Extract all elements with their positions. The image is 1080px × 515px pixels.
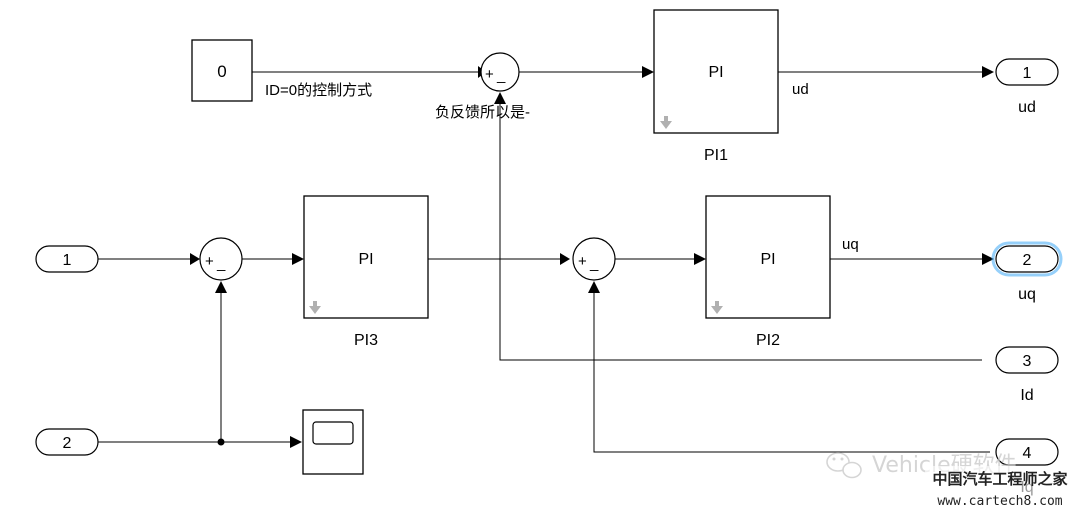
outport-4-number: 4: [1023, 445, 1032, 462]
inport-2-number: 2: [63, 435, 72, 452]
sum-block-3[interactable]: + _: [199, 237, 243, 281]
sum1-plus: +: [485, 66, 494, 83]
sum3-minus: _: [216, 255, 226, 272]
pi2-block[interactable]: PI: [705, 195, 831, 319]
arrow-into-pi1: [642, 66, 654, 78]
outport-1-number: 1: [1023, 65, 1032, 82]
pi1-block[interactable]: PI: [653, 9, 779, 134]
signal-label-uq: uq: [842, 236, 859, 253]
arrow-into-outport-2: [982, 253, 994, 265]
pi3-name: PI3: [354, 332, 378, 349]
arrow-into-sum2-minus: [588, 281, 600, 293]
arrow-into-outport-1: [982, 66, 994, 78]
annotation-id-zero: ID=0的控制方式: [265, 82, 372, 99]
constant-value: 0: [217, 62, 226, 81]
inport-1-number: 1: [63, 252, 72, 269]
pi3-block[interactable]: PI: [303, 195, 429, 319]
pi1-inner-label: PI: [708, 64, 723, 81]
outport-2[interactable]: 2: [991, 241, 1063, 277]
watermark-site-url: www.cartech8.com: [937, 494, 1062, 509]
scope-screen-icon: [312, 421, 354, 445]
outport-1[interactable]: 1: [995, 58, 1059, 86]
sum3-plus: +: [205, 253, 214, 270]
down-arrow-icon: [660, 116, 672, 129]
inport-2[interactable]: 2: [35, 428, 99, 456]
wechat-icon: [826, 452, 862, 479]
scope-block[interactable]: [302, 409, 364, 475]
arrowheads: [190, 66, 994, 448]
outport-2-number: 2: [1023, 252, 1032, 269]
down-arrow-icon: [711, 301, 723, 314]
pi2-name: PI2: [756, 332, 780, 349]
outport-2-name: uq: [1018, 286, 1036, 303]
outport-1-name: ud: [1018, 99, 1036, 116]
sum-block-1[interactable]: + _: [480, 52, 520, 92]
outport-3-name: Id: [1020, 387, 1033, 404]
outport-3[interactable]: 3: [995, 346, 1059, 374]
pi2-inner-label: PI: [760, 251, 775, 268]
selection-highlight: [991, 241, 1063, 277]
sum-block-2[interactable]: + _: [572, 237, 616, 281]
inport-1[interactable]: 1: [35, 245, 99, 273]
arrow-into-sum3-minus: [215, 281, 227, 293]
signal-label-ud: ud: [792, 81, 809, 98]
down-arrow-icon: [309, 301, 321, 314]
watermark-site-cn: 中国汽车工程师之家: [932, 470, 1067, 488]
outport-3-number: 3: [1023, 353, 1032, 370]
arrow-into-sum1-minus: [494, 92, 506, 104]
signal-lines: [98, 71, 990, 453]
arrow-into-pi2: [694, 253, 706, 265]
pi1-name: PI1: [704, 147, 728, 164]
arrow-into-pi3: [292, 253, 304, 265]
sum1-minus: _: [496, 67, 506, 84]
arrow-into-sum3: [190, 253, 200, 265]
arrow-into-sum2: [560, 253, 570, 265]
arrow-into-scope: [290, 436, 302, 448]
sum2-plus: +: [578, 253, 587, 270]
site-watermark: 中国汽车工程师之家 www.cartech8.com: [925, 466, 1075, 511]
sum2-minus: _: [589, 255, 599, 272]
annotation-negative-feedback: 负反馈所以是-: [435, 104, 530, 121]
pi3-inner-label: PI: [358, 251, 373, 268]
branch-point: [217, 438, 225, 446]
constant-block[interactable]: 0: [191, 39, 253, 102]
outport-4[interactable]: 4: [995, 438, 1059, 466]
